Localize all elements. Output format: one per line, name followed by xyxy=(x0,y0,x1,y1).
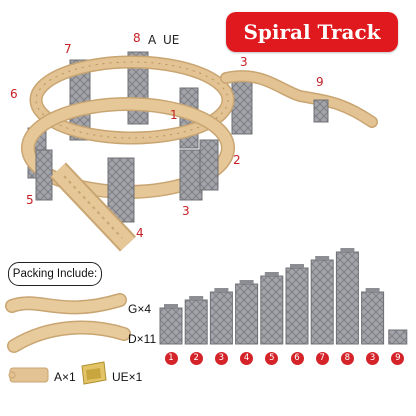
pillar-badge-2: 2 xyxy=(189,352,203,365)
pillar-cap-2 xyxy=(189,296,204,300)
pillar-badge-1: 1 xyxy=(164,352,178,365)
pillar-badge-6: 6 xyxy=(290,352,304,365)
label-7: 7 xyxy=(64,42,72,56)
pillar-cap-7 xyxy=(315,256,330,260)
pillar-cap-6 xyxy=(290,264,304,268)
pillar-badge-3: 3 xyxy=(214,352,228,365)
label-2: 2 xyxy=(233,153,241,167)
pillar-3 xyxy=(209,291,233,345)
pillar-2 xyxy=(184,299,208,345)
upper-spiral-track xyxy=(29,55,235,145)
pillar-cap-3 xyxy=(214,288,229,292)
pillar-cap-1 xyxy=(164,304,178,308)
label-6: 6 xyxy=(10,87,18,101)
pillar-5 xyxy=(260,275,284,345)
pillar-badge-8: 8 xyxy=(340,352,354,365)
label-5: 5 xyxy=(26,193,34,207)
pillar-cap-4 xyxy=(239,280,254,284)
pillar-badge-10: 9 xyxy=(391,352,405,365)
front-pillars xyxy=(35,139,219,223)
pillar-cap-8 xyxy=(340,248,355,252)
page-title: Spiral Track xyxy=(226,12,398,52)
pillar-7 xyxy=(310,259,334,345)
packing-heading: Packing Include: xyxy=(8,262,102,286)
pillar-row xyxy=(159,248,408,345)
qty-curved-ramp: G×4 xyxy=(128,302,152,316)
pillar-badge-7: 7 xyxy=(315,352,329,365)
label-4: 4 xyxy=(136,226,144,240)
pillar-1 xyxy=(159,307,183,345)
label-a: A xyxy=(148,33,157,47)
pillar-6 xyxy=(285,267,309,345)
packing-parts xyxy=(5,293,131,385)
label-3-top: 3 xyxy=(240,55,248,69)
pillar-badge-5: 5 xyxy=(265,352,279,365)
pillar-9 xyxy=(361,291,385,345)
pillar-4 xyxy=(235,283,259,345)
pillar-badge-4: 4 xyxy=(240,352,254,365)
entry-ramp-track xyxy=(50,162,136,252)
label-8: 8 xyxy=(133,31,141,45)
label-ue: UE xyxy=(163,33,180,47)
pillar-cap-5 xyxy=(264,272,279,276)
label-3-bottom: 3 xyxy=(182,204,190,218)
label-9: 9 xyxy=(316,75,324,89)
pillar-cap-9 xyxy=(365,288,380,292)
qty-connector: UE×1 xyxy=(112,370,143,384)
exit-ramp-track xyxy=(220,70,378,128)
qty-curved-track: D×11 xyxy=(128,332,157,346)
label-1: 1 xyxy=(170,108,178,122)
pillar-10 xyxy=(388,329,408,345)
pillar-badge-9: 3 xyxy=(366,352,380,365)
qty-adapter: A×1 xyxy=(54,370,76,384)
pillar-8 xyxy=(335,251,359,345)
